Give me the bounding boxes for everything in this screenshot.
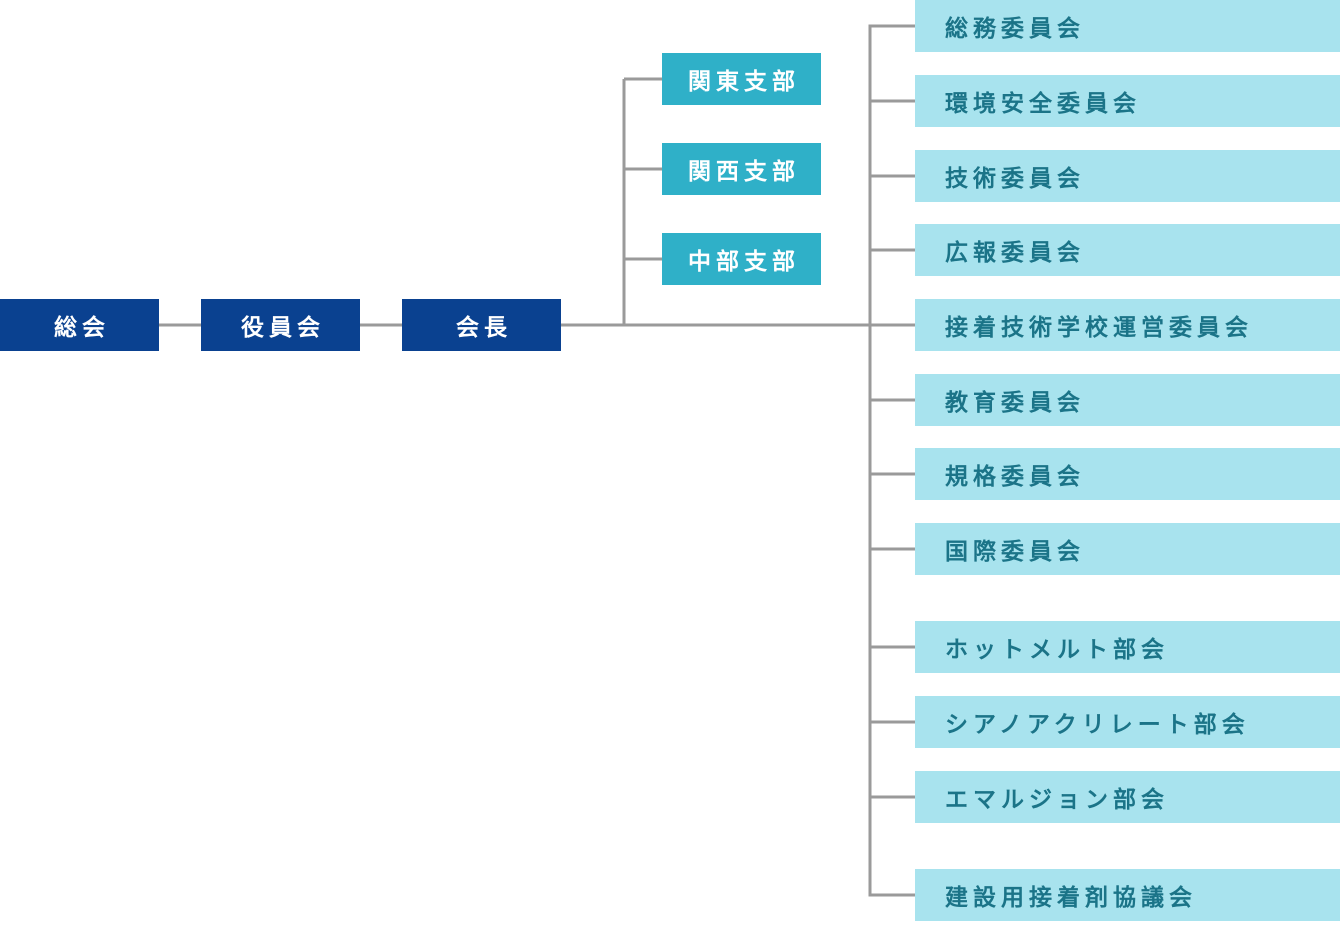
node-branch-kanto[interactable]: 関東支部 [662,53,821,105]
node-committee-technology[interactable]: 技術委員会 [915,150,1340,202]
node-branch-kansai[interactable]: 関西支部 [662,143,821,195]
node-general-assembly[interactable]: 総会 [0,299,159,351]
node-committee-international[interactable]: 国際委員会 [915,523,1340,575]
node-board-of-directors[interactable]: 役員会 [201,299,360,351]
node-council-construction-adhesives[interactable]: 建設用接着剤協議会 [915,869,1340,921]
node-committee-standards[interactable]: 規格委員会 [915,448,1340,500]
node-committee-adhesion-school[interactable]: 接着技術学校運営委員会 [915,299,1340,351]
node-committee-general-affairs[interactable]: 総務委員会 [915,0,1340,52]
node-committee-education[interactable]: 教育委員会 [915,374,1340,426]
node-section-hotmelt[interactable]: ホットメルト部会 [915,621,1340,673]
node-section-emulsion[interactable]: エマルジョン部会 [915,771,1340,823]
node-branch-chubu[interactable]: 中部支部 [662,233,821,285]
node-president[interactable]: 会長 [402,299,561,351]
node-section-cyanoacrylate[interactable]: シアノアクリレート部会 [915,696,1340,748]
node-committee-environment-safety[interactable]: 環境安全委員会 [915,75,1340,127]
node-committee-public-relations[interactable]: 広報委員会 [915,224,1340,276]
